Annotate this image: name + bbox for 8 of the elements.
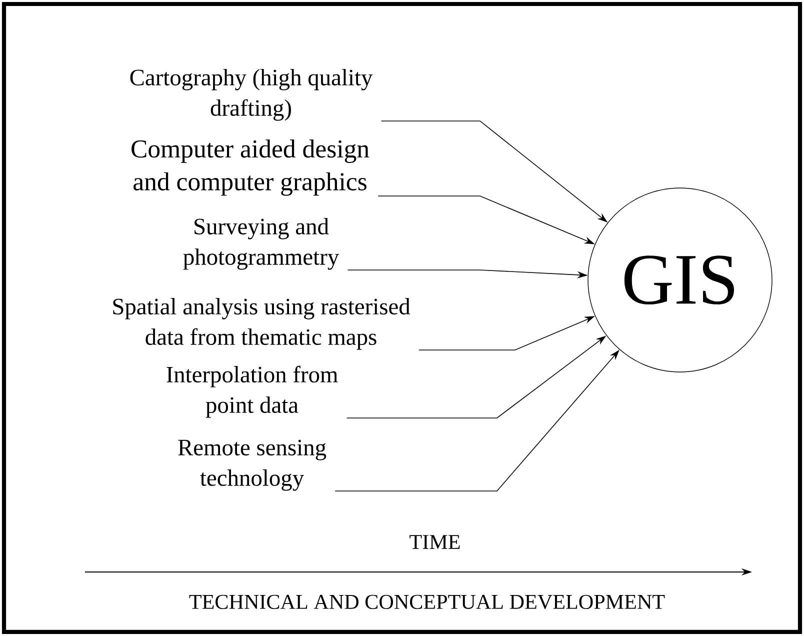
text-label: Interpolation from point data [166, 366, 338, 418]
text-label: Surveying and photogrammetry [183, 218, 340, 270]
text-label: Computer aided design and computer graphics [132, 140, 370, 196]
axis-label: TIME [410, 535, 460, 549]
text-label: Spatial analysis using rasterised data from thematic maps [113, 298, 410, 350]
text-label: Remote sensing technology [178, 440, 326, 491]
axis-label: TECHNICAL AND CONCEPTUAL DEVELOPMENT [189, 594, 665, 610]
text-label: Cartography (high quality drafting) [130, 68, 373, 121]
